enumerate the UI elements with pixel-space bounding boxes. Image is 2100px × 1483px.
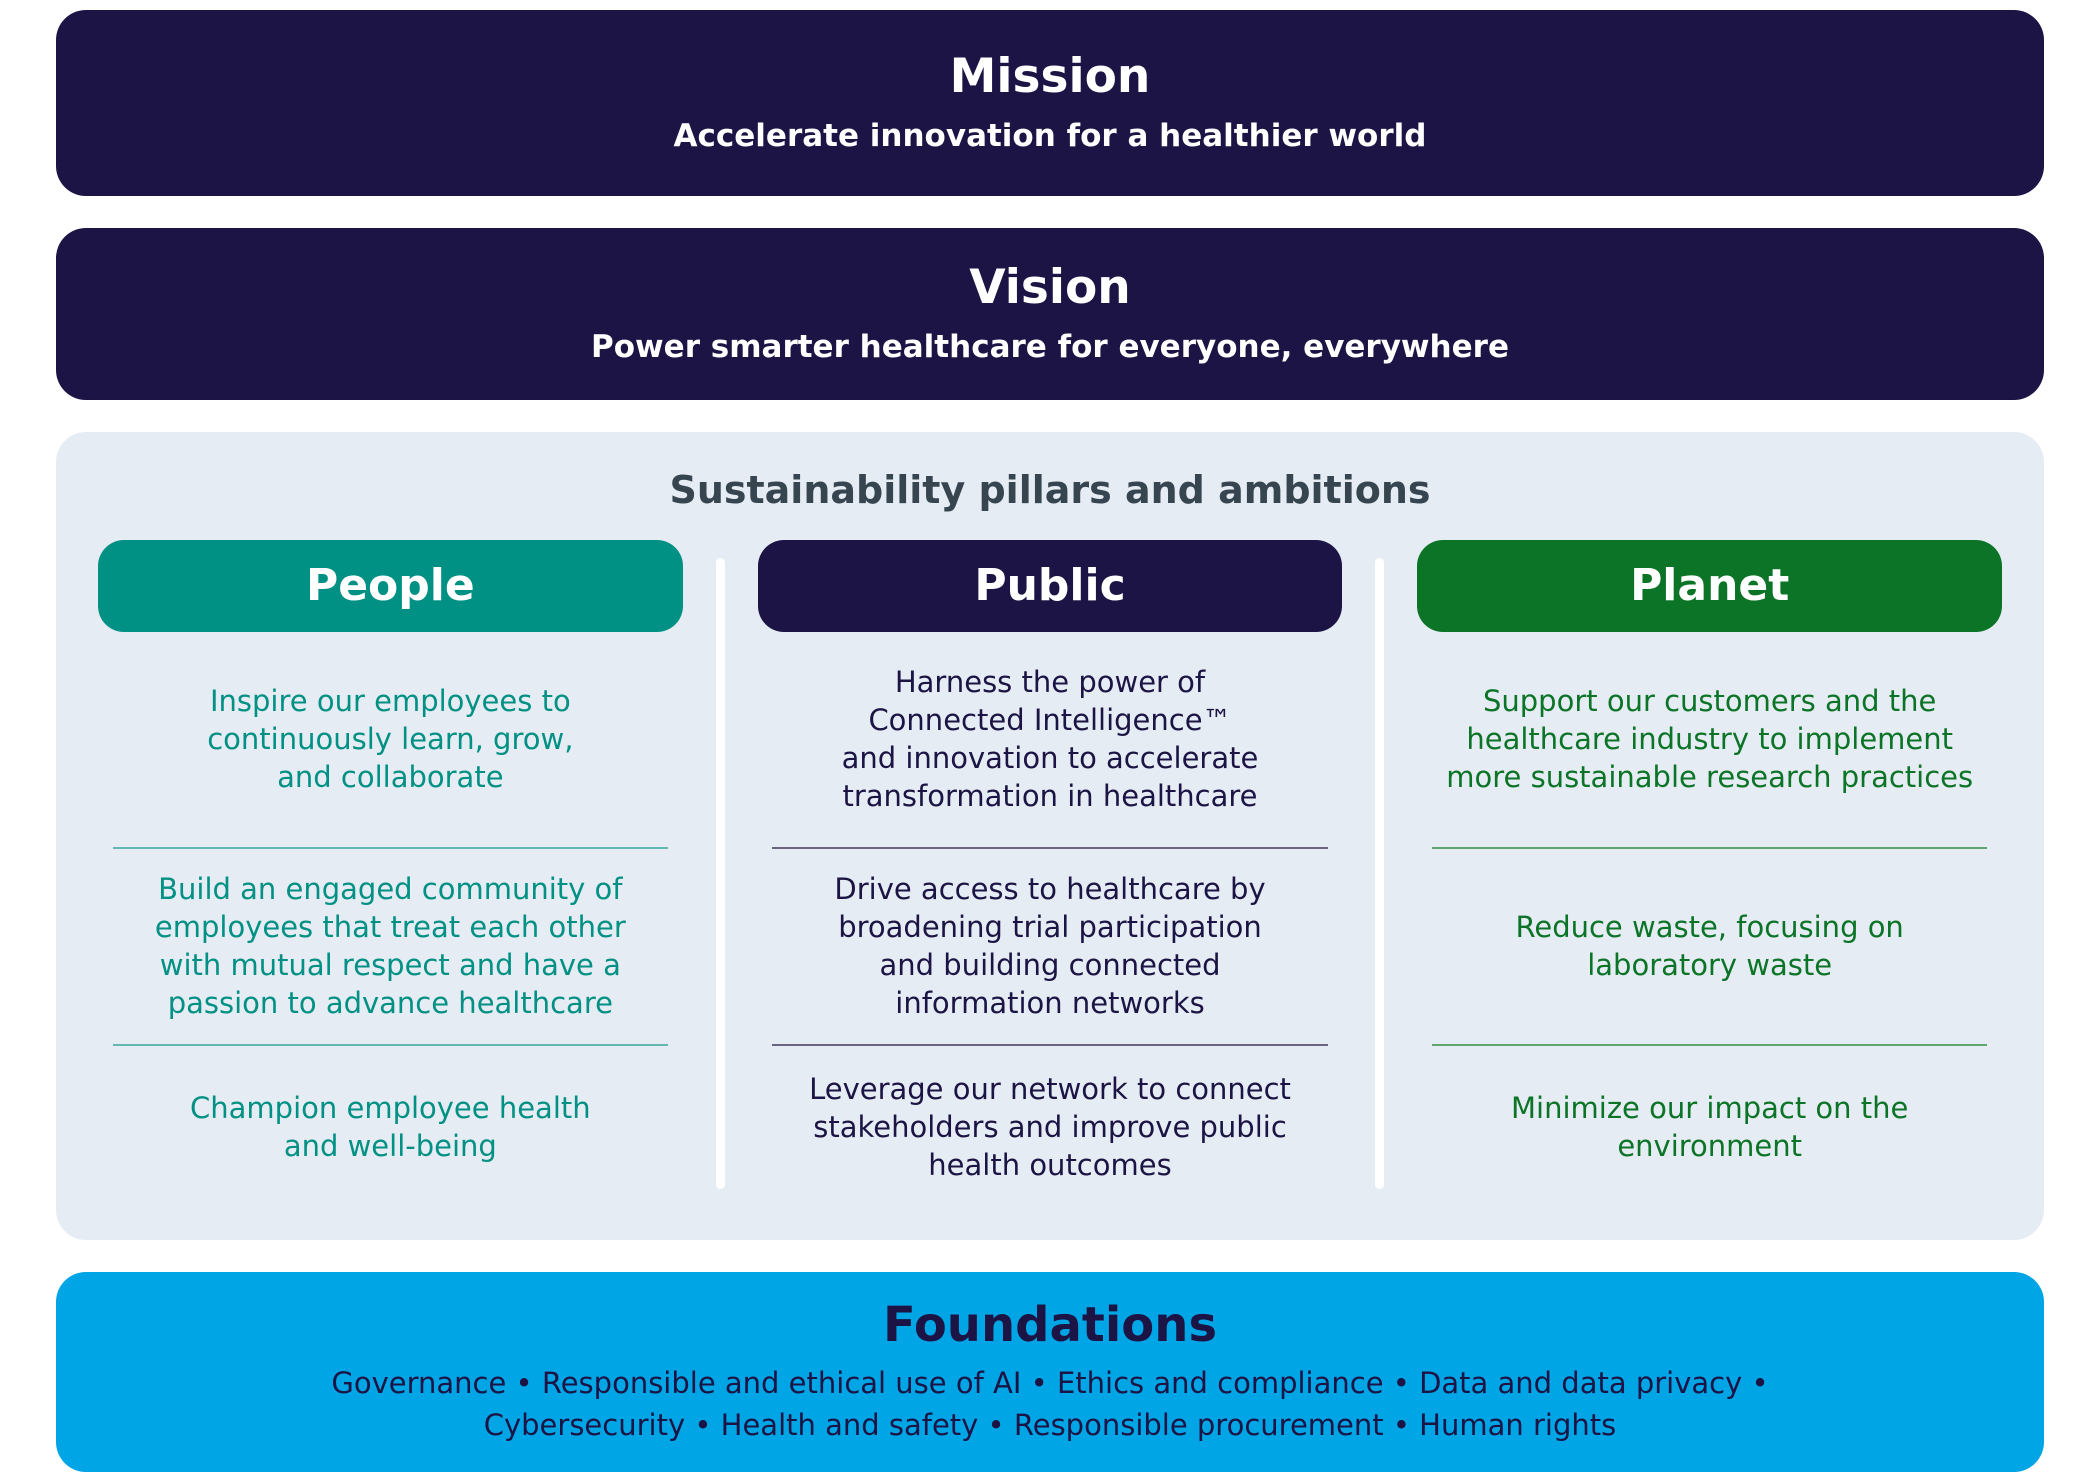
planet-divider-1 <box>1431 846 1988 849</box>
foundations-banner: Foundations Governance • Responsible and… <box>56 1272 2044 1472</box>
public-pillar-header: Public <box>757 539 1343 632</box>
mission-title: Mission <box>949 49 1151 105</box>
public-ambition-2: Drive access to healthcare by broadening… <box>834 871 1266 1021</box>
column-separator-1 <box>715 557 725 1189</box>
public-divider-2 <box>772 1043 1328 1046</box>
mission-banner: Mission Accelerate innovation for a heal… <box>56 10 2044 196</box>
planet-divider-2 <box>1431 1043 1988 1046</box>
planet-ambition-1: Support our customers and the healthcare… <box>1446 683 1974 795</box>
vision-subtitle: Power smarter healthcare for everyone, e… <box>591 329 1509 366</box>
column-separator-2 <box>1375 557 1385 1189</box>
pillar-column-planet: Planet Support our customers and the hea… <box>1417 539 2003 1209</box>
foundations-subtitle: Governance • Responsible and ethical use… <box>331 1366 1769 1442</box>
pillar-column-people: People Inspire our employees to continuo… <box>98 539 683 1209</box>
planet-ambition-2: Reduce waste, focusing on laboratory was… <box>1515 909 1904 983</box>
people-pillar-header: People <box>98 539 683 632</box>
foundations-title: Foundations <box>882 1297 1218 1354</box>
pillars-columns: People Inspire our employees to continuo… <box>98 539 2003 1209</box>
planet-pillar-header: Planet <box>1417 539 2003 632</box>
people-divider-1 <box>112 846 669 849</box>
people-ambition-2: Build an engaged community of employees … <box>154 871 626 1021</box>
sustainability-pillars-section: Sustainability pillars and ambitions Peo… <box>56 432 2044 1240</box>
vision-banner: Vision Power smarter healthcare for ever… <box>56 228 2044 400</box>
pillars-section-title: Sustainability pillars and ambitions <box>669 468 1431 512</box>
vision-title: Vision <box>969 260 1131 316</box>
public-ambition-1: Harness the power of Connected Intellige… <box>841 664 1259 814</box>
pillar-column-public: Public Harness the power of Connected In… <box>757 539 1343 1209</box>
planet-ambition-3: Minimize our impact on the environment <box>1511 1090 1909 1164</box>
public-ambition-3: Leverage our network to connect stakehol… <box>809 1071 1291 1183</box>
people-divider-2 <box>112 1043 669 1046</box>
people-ambition-3: Champion employee health and well-being <box>190 1090 591 1164</box>
public-divider-1 <box>772 846 1328 849</box>
people-ambition-1: Inspire our employees to continuously le… <box>207 683 574 795</box>
mission-subtitle: Accelerate innovation for a healthier wo… <box>673 118 1427 155</box>
